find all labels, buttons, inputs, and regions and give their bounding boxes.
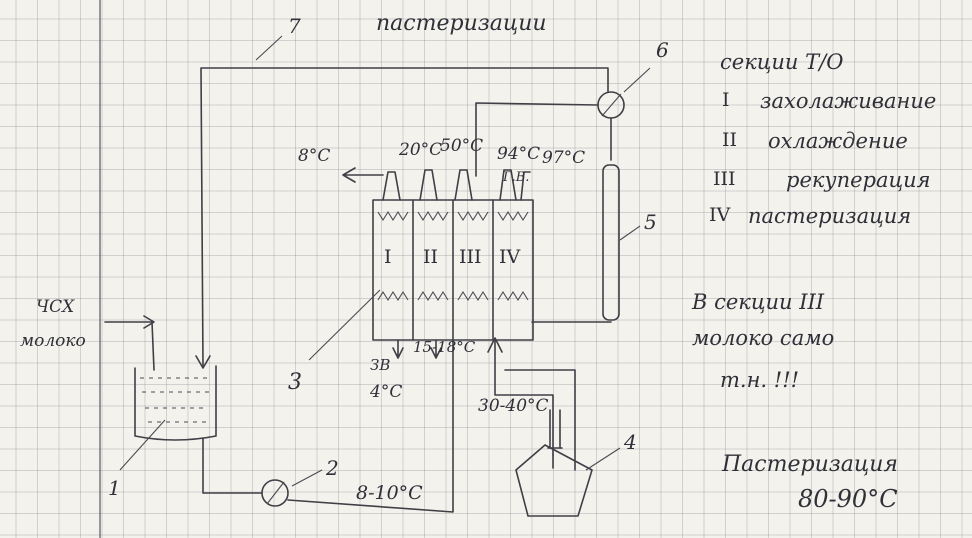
pump-out-temp: 8-10°C: [356, 482, 423, 504]
section-label-4: IV: [499, 246, 521, 268]
pasteurization-label: Пастеризация: [722, 452, 898, 477]
temp-97: 97°C: [542, 148, 586, 168]
recirc-temp: 30-40°C: [478, 396, 549, 416]
holding-tube-5: [602, 164, 620, 321]
diagram-title: пастеризации: [376, 11, 547, 36]
temp-gv: Г.В.: [503, 170, 530, 185]
legend-numeral-4: IV: [709, 204, 731, 226]
cool-water-temp: 15-18°C: [413, 338, 476, 356]
note-line-2: молоко само: [692, 326, 835, 350]
number-2: 2: [326, 456, 339, 480]
legend-heading: секции Т/О: [720, 50, 844, 74]
milk-input-arrow: [104, 315, 155, 371]
number-4: 4: [624, 430, 637, 454]
section-label-2: II: [423, 246, 439, 268]
number-1: 1: [108, 476, 121, 500]
temp-outlet: 8°C: [298, 146, 331, 166]
section-label-1: I: [384, 246, 392, 268]
note-line-3: т.н. !!!: [720, 368, 800, 392]
temp-94: 94°C: [497, 144, 541, 164]
section-label-3: III: [459, 246, 482, 268]
legend-numeral-3: III: [713, 168, 736, 190]
number-6: 6: [656, 38, 669, 62]
product-outlet-arrow: [342, 167, 384, 183]
number-5: 5: [644, 210, 657, 234]
number-3: 3: [288, 370, 302, 395]
receiving-tank: [134, 365, 217, 441]
input-label-line-2: молоко: [20, 331, 86, 351]
legend-item-3: рекуперация: [786, 168, 931, 192]
input-label-line-1: ЧСХ: [36, 297, 75, 317]
pipe-7: [200, 67, 609, 367]
legend-item-1: захолаживание: [760, 89, 937, 113]
legend-numeral-1: I: [722, 89, 730, 111]
ice-water-temp: 4°C: [370, 382, 403, 402]
ice-water-label: ЗВ: [370, 356, 391, 374]
pasteurization-range: 80-90°C: [798, 485, 898, 513]
number-7: 7: [288, 14, 301, 38]
temp-20: 20°C: [399, 140, 443, 160]
note-line-1: В секции III: [692, 290, 825, 314]
legend-numeral-2: II: [722, 129, 738, 151]
legend-item-2: охлаждение: [768, 129, 908, 153]
temp-50: 50°C: [440, 136, 484, 156]
hot-water-tank-4: [515, 444, 593, 517]
legend-item-4: пастеризация: [748, 204, 912, 228]
